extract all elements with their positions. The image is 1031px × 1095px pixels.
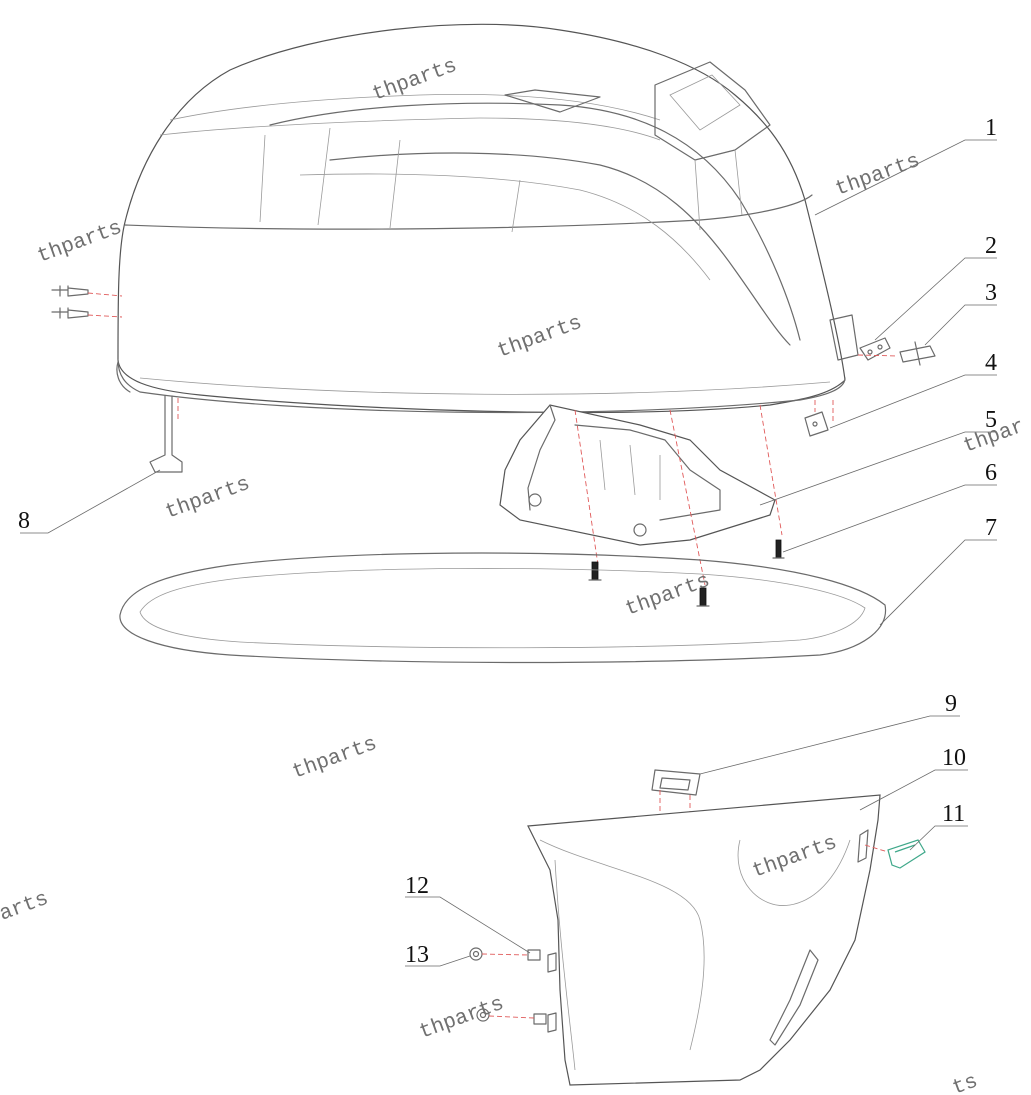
callout-12: 12 <box>405 873 429 899</box>
watermark: thparts <box>35 217 126 269</box>
callout-7: 7 <box>985 515 997 541</box>
watermark: arts <box>0 888 52 927</box>
callout-3: 3 <box>985 280 997 306</box>
watermark: thparts <box>163 473 254 525</box>
callout-5: 5 <box>985 407 997 433</box>
callout-2: 2 <box>985 233 997 259</box>
gasket-part-7 <box>119 552 887 664</box>
watermark: thparts <box>833 150 924 202</box>
callout-4: 4 <box>985 350 997 376</box>
top-cover-part-1 <box>116 23 859 414</box>
callout-1: 1 <box>985 115 997 141</box>
watermark: ts <box>950 1070 982 1095</box>
seal-part-11 <box>864 839 926 869</box>
hinge-part-2 <box>859 337 891 361</box>
callout-10: 10 <box>942 745 966 771</box>
watermark: thparts <box>290 733 381 785</box>
watermark: thparts <box>623 570 714 622</box>
left-pins <box>51 285 123 319</box>
callout-6: 6 <box>985 460 997 486</box>
watermark: thparts <box>417 993 508 1045</box>
callout-8: 8 <box>18 508 30 534</box>
leader-lines <box>20 139 997 967</box>
callout-9: 9 <box>945 691 957 717</box>
lower-cover-part-10 <box>527 794 881 1086</box>
grommet-part-9 <box>651 769 701 815</box>
fasteners-part-12-13 <box>469 947 547 1025</box>
bracket-part-8 <box>149 395 183 473</box>
plate-part-4 <box>804 400 834 437</box>
callout-labels: 1 2 3 4 5 6 7 8 9 10 11 12 13 <box>18 115 997 968</box>
latch-part-5 <box>499 404 783 586</box>
bolt-part-3 <box>857 341 936 366</box>
callout-13: 13 <box>405 942 429 968</box>
callout-11: 11 <box>942 801 965 827</box>
screws-part-6 <box>588 539 785 607</box>
